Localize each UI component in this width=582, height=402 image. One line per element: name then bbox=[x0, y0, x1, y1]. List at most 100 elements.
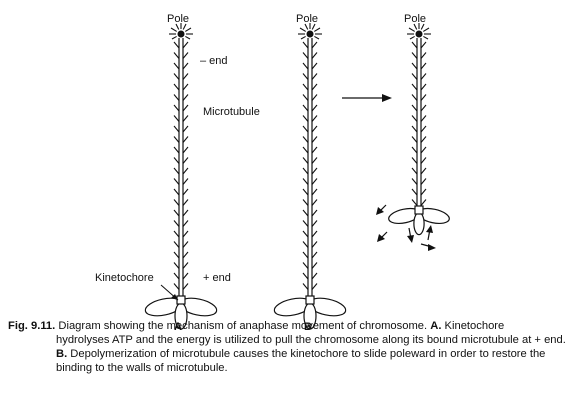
chevron-mark bbox=[173, 199, 189, 206]
panel-label-a: A bbox=[174, 321, 182, 333]
chevron-mark bbox=[411, 136, 427, 143]
minus-end-label: – end bbox=[200, 55, 228, 67]
chevron-mark bbox=[411, 188, 427, 196]
kinetochore-box bbox=[305, 295, 315, 305]
chevron-mark bbox=[173, 220, 189, 227]
chevron-mark bbox=[173, 41, 189, 49]
chevron-mark bbox=[302, 283, 318, 290]
chevron-mark bbox=[173, 209, 189, 217]
chevron-mark bbox=[411, 73, 427, 80]
chevron-mark bbox=[411, 178, 427, 185]
chevron-mark bbox=[411, 125, 427, 133]
chevron-mark bbox=[302, 41, 318, 49]
centrosome-dot bbox=[415, 30, 423, 38]
chevron-mark bbox=[302, 262, 318, 269]
transition-arrow-head bbox=[382, 94, 392, 102]
chevron-mark bbox=[411, 146, 427, 154]
pole-b bbox=[298, 23, 322, 40]
chevron-mark bbox=[173, 283, 189, 290]
chevron-mark bbox=[302, 146, 318, 154]
kinetochore-box bbox=[176, 295, 186, 305]
chevron-mark bbox=[302, 230, 318, 238]
chevron-mark bbox=[302, 125, 318, 133]
figure-number: Fig. 9.11. bbox=[8, 320, 56, 332]
pole-c bbox=[407, 23, 431, 40]
chevron-mark bbox=[411, 199, 427, 206]
microtubule-a bbox=[173, 38, 189, 296]
chevron-mark bbox=[173, 262, 189, 269]
chevron-mark bbox=[411, 83, 427, 91]
microtubule-c bbox=[411, 38, 427, 206]
kinetochore-pointer-head bbox=[171, 294, 178, 300]
chromosome-c bbox=[388, 205, 450, 236]
chevron-mark bbox=[302, 157, 318, 164]
chevron-mark bbox=[302, 52, 318, 59]
chevron-mark bbox=[302, 83, 318, 91]
chevron-mark bbox=[173, 104, 189, 112]
pole-label-a: Pole bbox=[167, 13, 189, 25]
caption-part-a-text: hydrolyses ATP and the energy is utilize… bbox=[56, 334, 566, 346]
chevron-mark bbox=[173, 52, 189, 59]
chevron-mark bbox=[173, 136, 189, 143]
movement-arrow-2 bbox=[377, 231, 388, 242]
centrosome-dot bbox=[306, 30, 314, 38]
chevron-mark bbox=[173, 167, 189, 175]
chevron-mark bbox=[173, 188, 189, 196]
kinetochore-box bbox=[414, 205, 424, 215]
chromosome-b bbox=[273, 295, 347, 330]
chevron-mark bbox=[302, 199, 318, 206]
chevron-mark bbox=[411, 167, 427, 175]
chevron-mark bbox=[411, 94, 427, 101]
chevron-mark bbox=[302, 136, 318, 143]
movement-arrow-4 bbox=[426, 225, 433, 241]
chevron-mark bbox=[302, 167, 318, 175]
caption-part-b-label: B. bbox=[56, 348, 68, 360]
pole-label-b: Pole bbox=[296, 13, 318, 25]
chevron-mark bbox=[302, 188, 318, 196]
caption-body: hydrolyses ATP and the energy is utilize… bbox=[8, 333, 576, 375]
caption-part-a-start: Kinetochore bbox=[444, 320, 505, 332]
movement-arrow-3 bbox=[407, 227, 414, 243]
pole-label-c: Pole bbox=[404, 13, 426, 25]
chevron-mark bbox=[411, 41, 427, 49]
chevron-mark bbox=[173, 251, 189, 259]
centrosome-dot bbox=[177, 30, 185, 38]
plus-end-label: + end bbox=[203, 272, 231, 284]
chevron-mark bbox=[173, 125, 189, 133]
chevron-mark bbox=[411, 62, 427, 70]
chevron-mark bbox=[302, 272, 318, 280]
chevron-mark bbox=[411, 52, 427, 59]
chevron-mark bbox=[411, 157, 427, 164]
chevron-mark bbox=[302, 220, 318, 227]
microtubule-b bbox=[302, 38, 318, 296]
chevron-mark bbox=[302, 241, 318, 248]
chevron-mark bbox=[173, 241, 189, 248]
caption-intro: Diagram showing the mechanism of anaphas… bbox=[58, 320, 428, 332]
chevron-mark bbox=[302, 94, 318, 101]
chevron-mark bbox=[302, 209, 318, 217]
movement-arrow-5 bbox=[420, 243, 436, 251]
chevron-mark bbox=[173, 272, 189, 280]
chevron-mark bbox=[411, 115, 427, 122]
chevron-mark bbox=[302, 73, 318, 80]
chevron-mark bbox=[173, 146, 189, 154]
pole-a bbox=[169, 23, 193, 40]
chevron-mark bbox=[173, 115, 189, 122]
chevron-mark bbox=[173, 157, 189, 164]
microtubule-label: Microtubule bbox=[203, 106, 260, 118]
chromosome-a bbox=[144, 295, 218, 330]
chevron-mark bbox=[173, 94, 189, 101]
chevron-mark bbox=[173, 73, 189, 80]
chevron-mark bbox=[302, 178, 318, 185]
chevron-mark bbox=[302, 115, 318, 122]
kinetochore-label: Kinetochore bbox=[95, 272, 154, 284]
chevron-mark bbox=[173, 230, 189, 238]
movement-arrow-1 bbox=[376, 204, 387, 215]
chevron-mark bbox=[302, 251, 318, 259]
chevron-mark bbox=[302, 104, 318, 112]
panel-label-b: B bbox=[304, 321, 312, 333]
figure-caption: Fig. 9.11. Diagram showing the mechanism… bbox=[8, 319, 576, 375]
chevron-mark bbox=[173, 83, 189, 91]
chevron-mark bbox=[302, 62, 318, 70]
